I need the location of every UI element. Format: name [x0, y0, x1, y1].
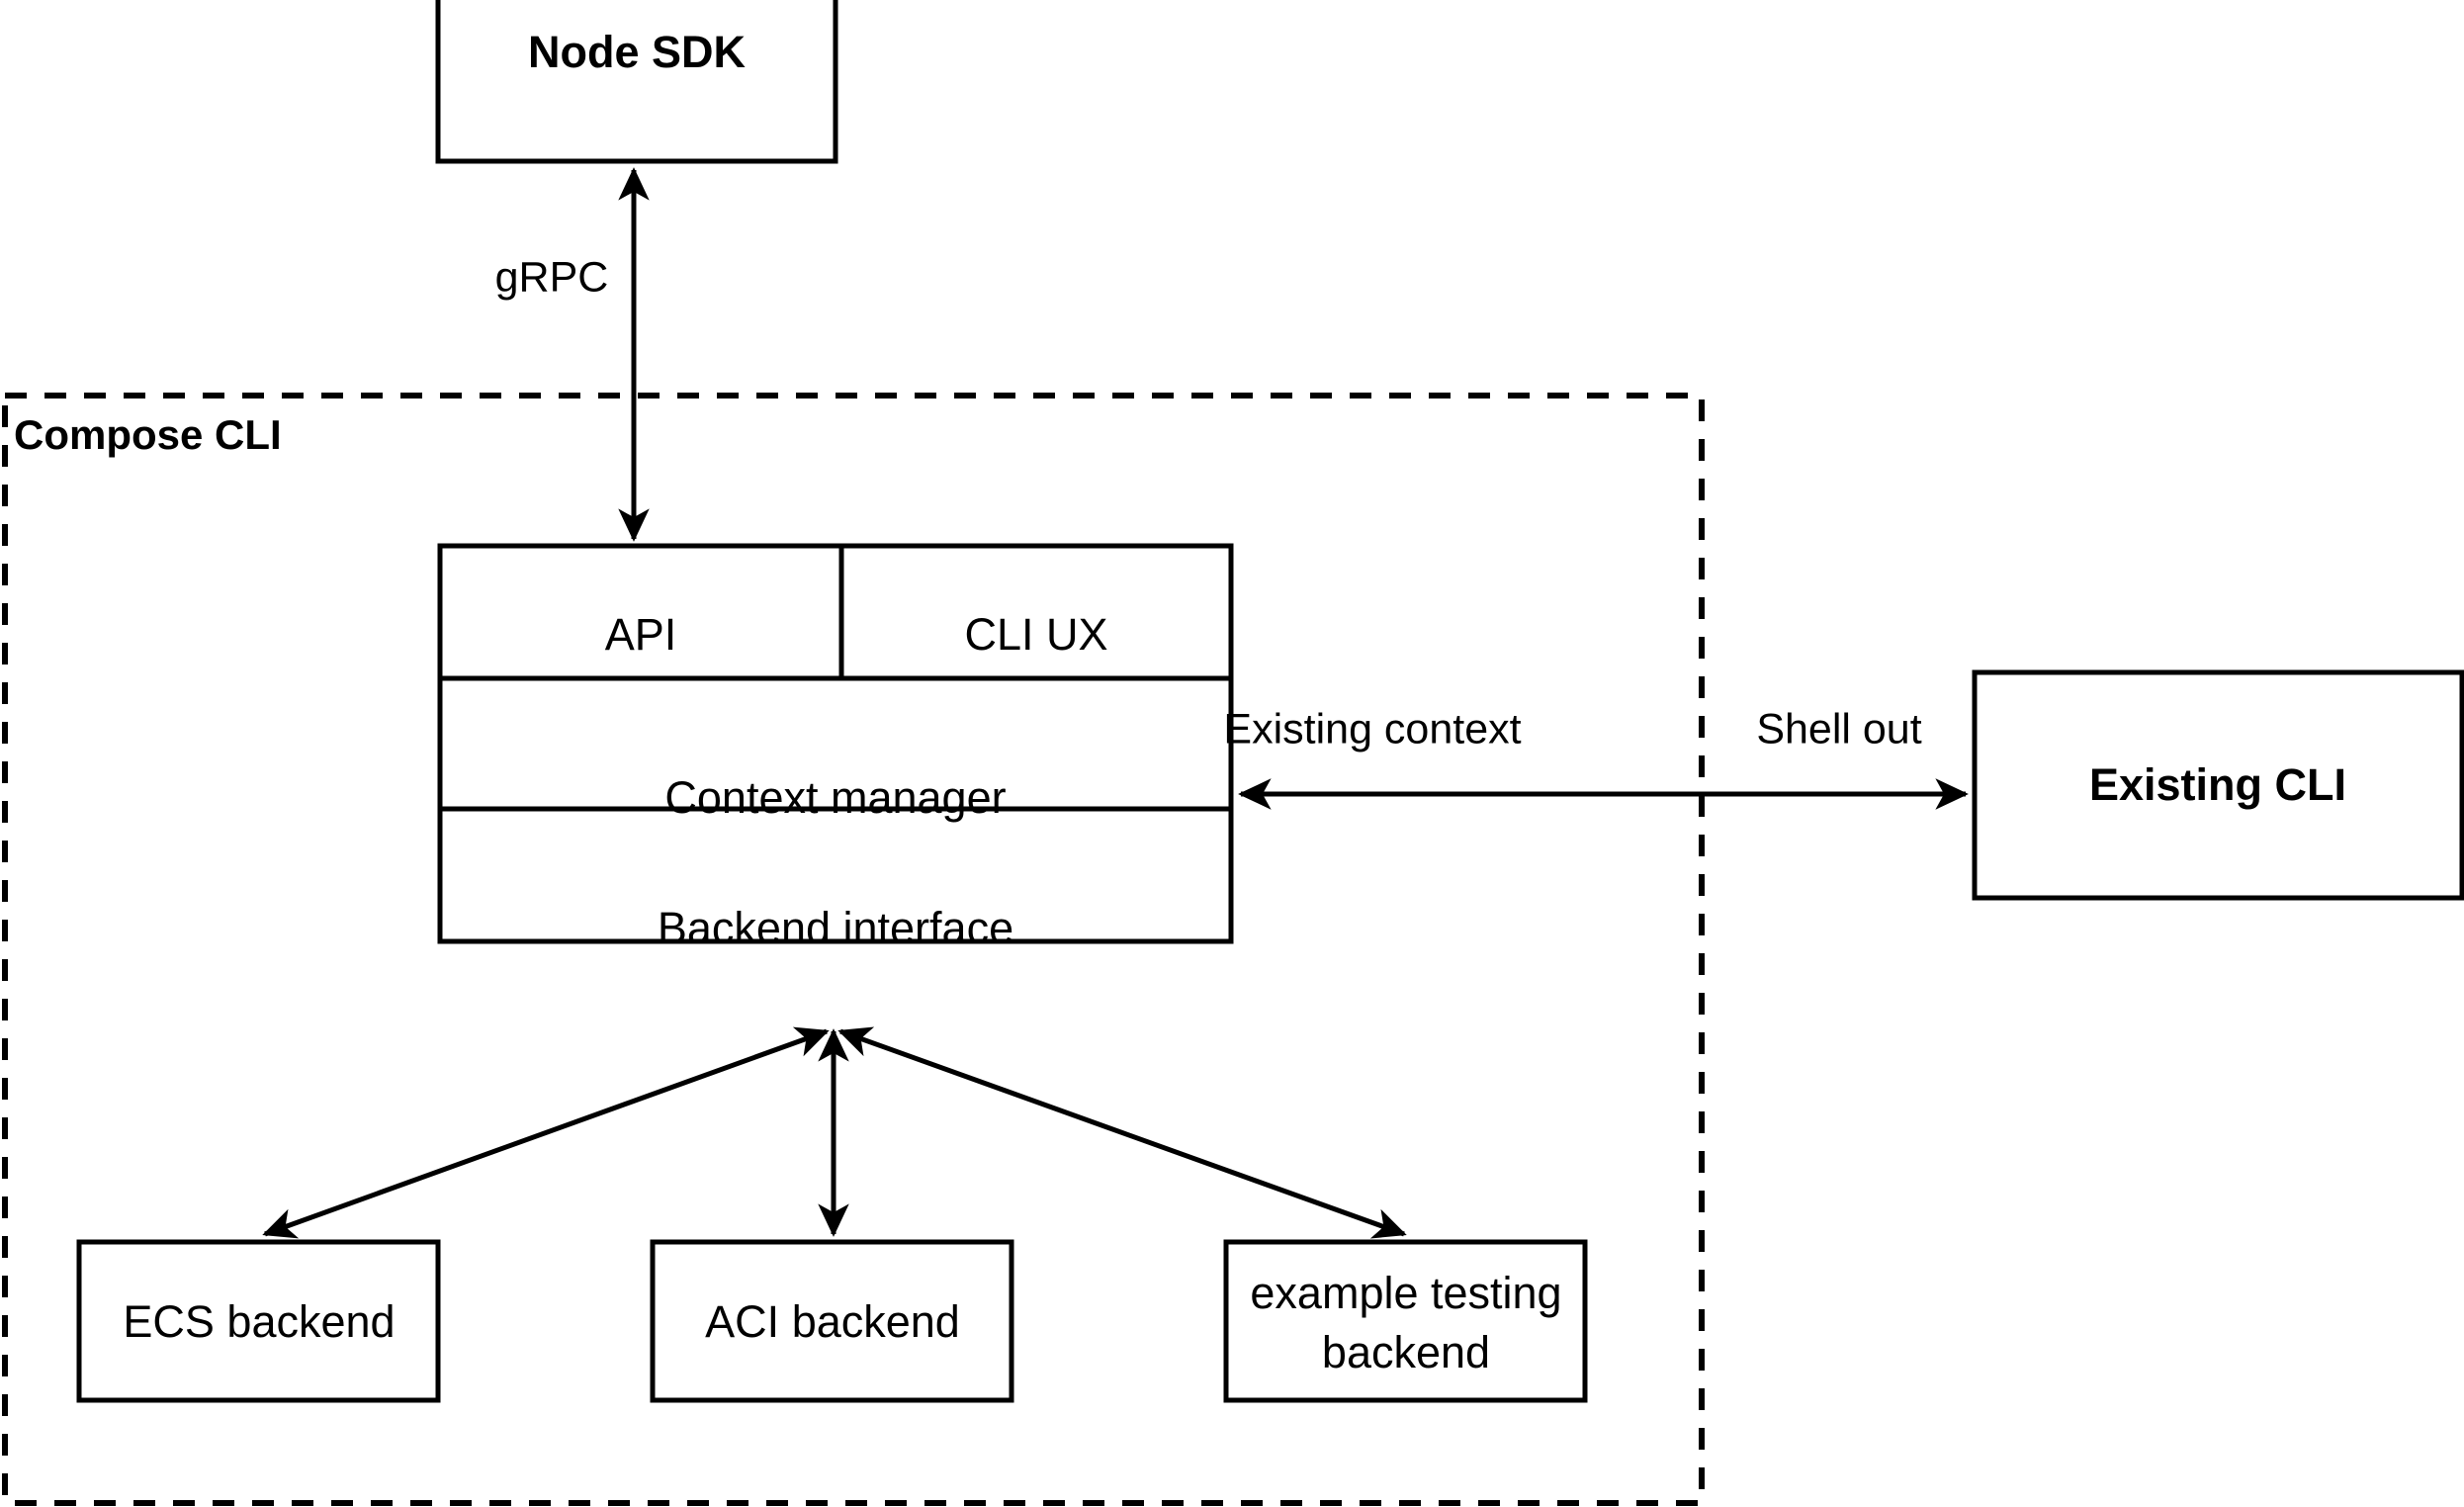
context-manager-label: Context manager: [664, 772, 1006, 823]
node-sdk-box[interactable]: [435, 0, 838, 164]
backend-to-ecs-connector: [262, 1026, 830, 1239]
existing-cli-label: Existing CLI: [2089, 759, 2346, 810]
example-testing-backend-box[interactable]: [1223, 1239, 1588, 1403]
example-testing-backend-label-line1: example testing: [1250, 1268, 1561, 1318]
compose-cli-group-label: Compose CLI: [14, 411, 282, 458]
cli-ux-label: CLI UX: [964, 609, 1107, 660]
compose-cli-stack-box: [437, 543, 1234, 944]
example-testing-backend-label-line2: backend: [1322, 1327, 1490, 1377]
existing-cli-box[interactable]: [1972, 669, 2464, 901]
shell-out-edge-label: Shell out: [1756, 705, 1921, 753]
backend-interface-label: Backend interface: [658, 903, 1013, 953]
grpc-edge-label: gRPC: [495, 253, 609, 301]
ecs-backend-box[interactable]: [76, 1239, 441, 1403]
api-label: API: [605, 609, 677, 660]
compose-cli-group-border: [2, 393, 1705, 1506]
aci-backend-label: ACI backend: [705, 1296, 960, 1347]
backend-to-example-connector: [837, 1026, 1407, 1239]
node-sdk-label: Node SDK: [528, 27, 747, 77]
existing-context-edge-label: Existing context: [1223, 705, 1521, 753]
aci-backend-box[interactable]: [650, 1239, 1014, 1403]
ecs-backend-label: ECS backend: [123, 1296, 395, 1347]
